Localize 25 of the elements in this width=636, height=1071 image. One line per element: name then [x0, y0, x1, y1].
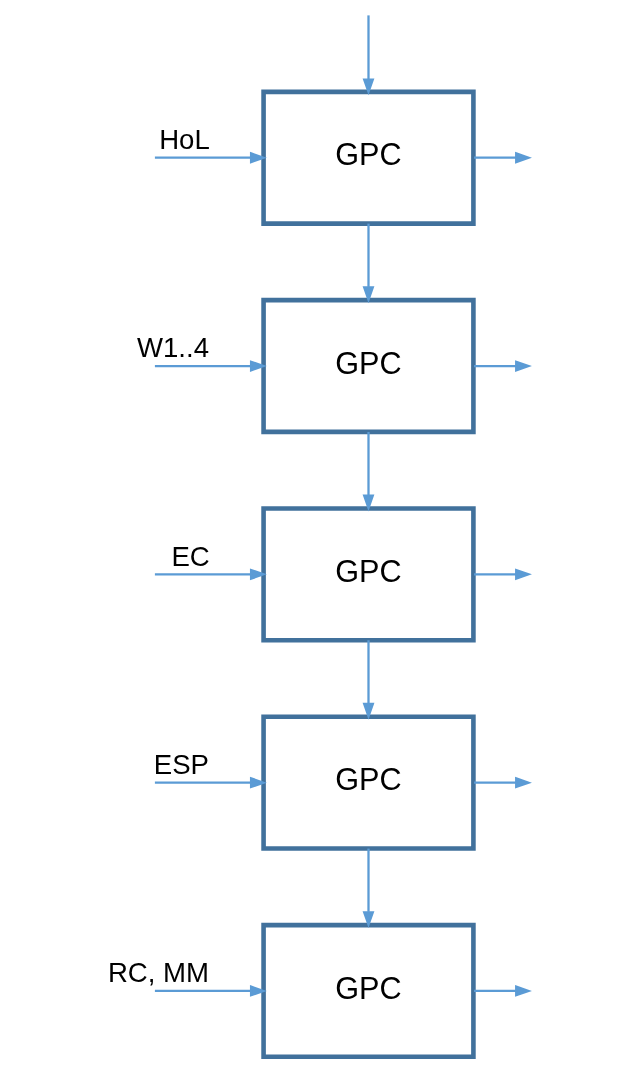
arrow — [362, 848, 374, 929]
arrow — [154, 151, 267, 164]
arrow — [473, 151, 532, 164]
arrow — [473, 985, 532, 997]
arrow — [362, 431, 374, 512]
edge-label: ESP — [153, 749, 209, 781]
arrow — [473, 776, 532, 789]
node-box: GPC — [260, 922, 476, 1060]
edge-label: EC — [170, 540, 210, 572]
arrow — [154, 360, 267, 372]
edge-label: HoL — [158, 124, 210, 156]
node-box: GPC — [260, 714, 476, 851]
arrow — [154, 985, 267, 997]
arrow — [362, 15, 374, 96]
arrow — [362, 640, 374, 720]
node-box: GPC — [260, 506, 476, 643]
arrow — [473, 360, 532, 372]
arrow — [473, 568, 532, 581]
edge-label: RC, MM — [107, 957, 209, 989]
edge-label: W1..4 — [136, 332, 209, 364]
arrow — [154, 776, 267, 789]
arrow — [154, 568, 267, 581]
node-box: GPC — [260, 297, 476, 435]
node-box: GPC — [260, 89, 476, 226]
arrow — [362, 223, 374, 304]
